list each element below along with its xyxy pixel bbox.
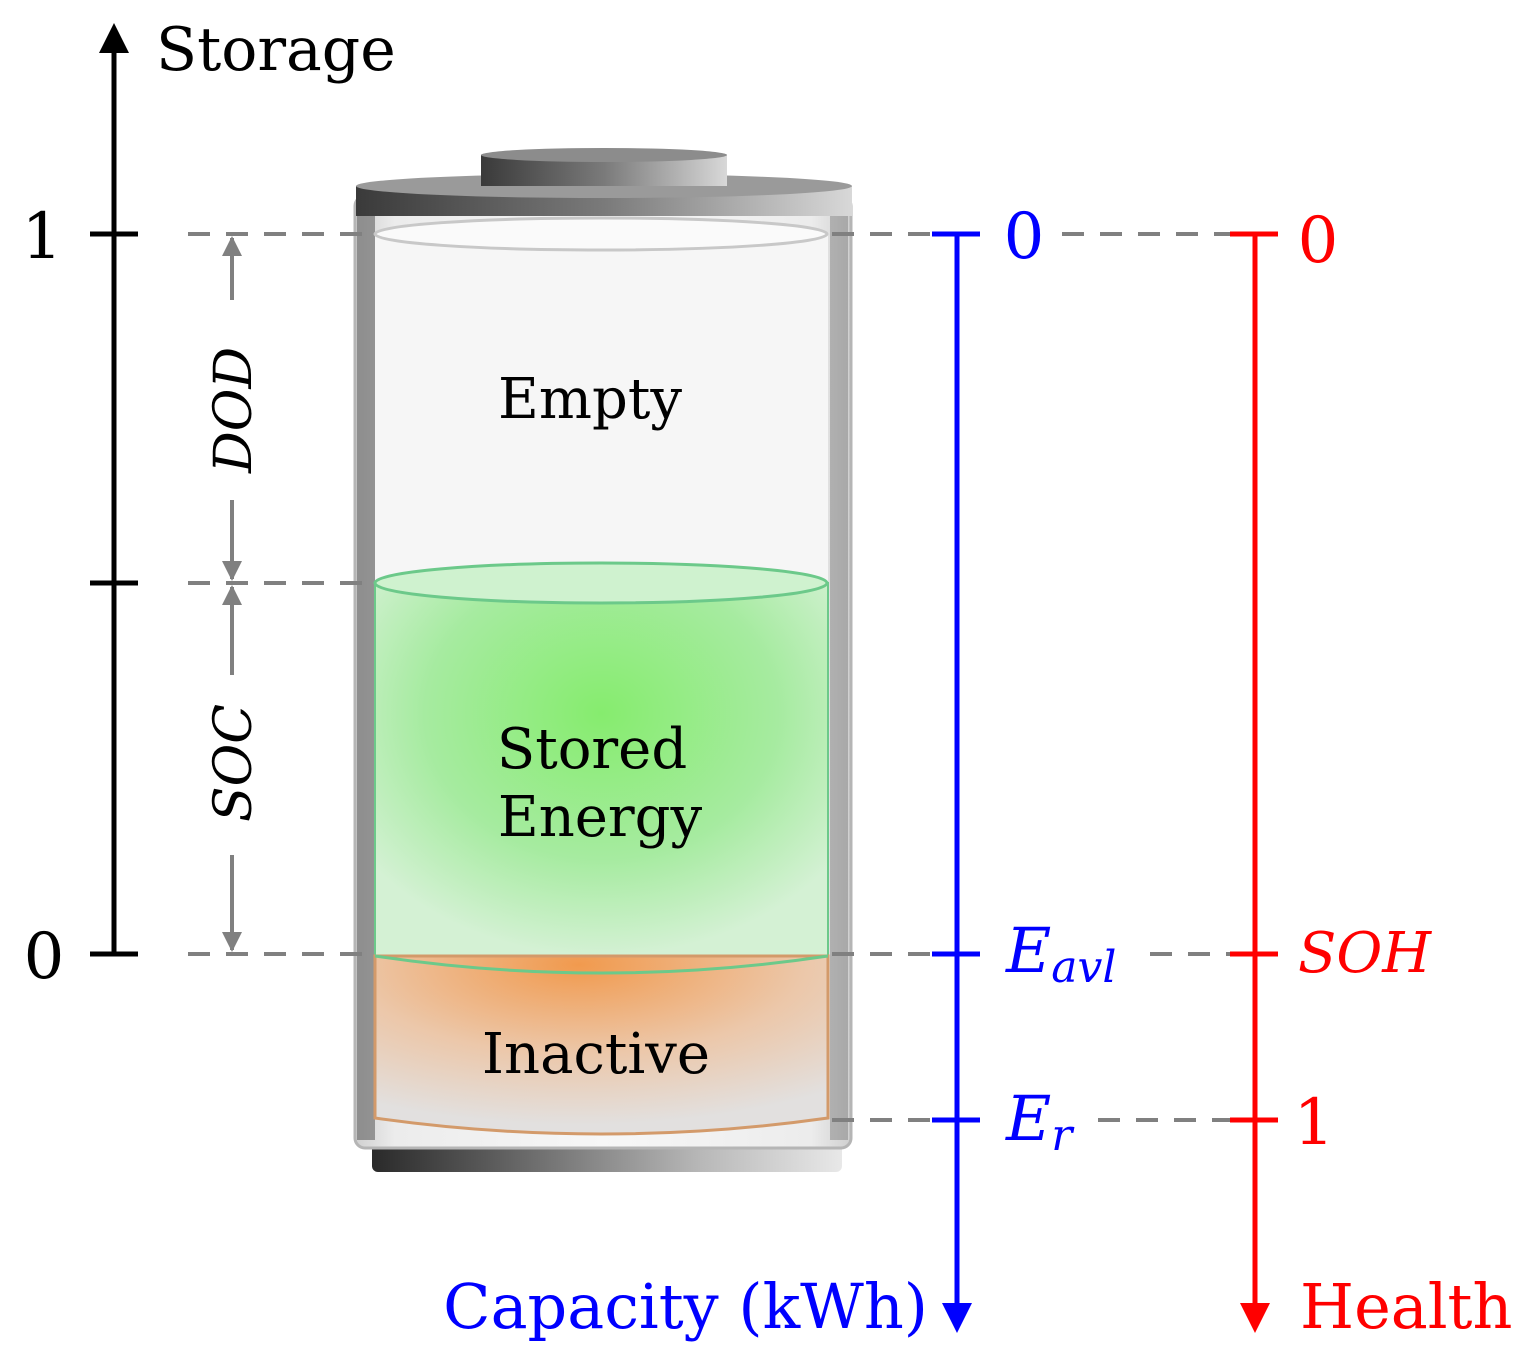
capacity-tick-label-0: 0 <box>1004 200 1045 274</box>
capacity-tick-label-eavl: Eavl <box>1005 914 1116 993</box>
health-tick-label-0: 0 <box>1298 204 1339 278</box>
storage-tick-label-1: 1 <box>22 200 63 274</box>
stored-energy-region <box>374 582 829 957</box>
empty-label: Empty <box>498 367 682 432</box>
inactive-label: Inactive <box>482 1022 710 1087</box>
health-tick-label-1: 1 <box>1294 1086 1335 1160</box>
inactive-region <box>373 954 830 1136</box>
stored-label-line1: Stored <box>497 717 687 782</box>
soc-label: SOC <box>204 704 264 822</box>
storage-axis-title: Storage <box>156 15 396 85</box>
health-tick-label-soh: SOH <box>1298 921 1432 986</box>
dod-label: DOD <box>204 347 264 474</box>
battery <box>353 148 853 1172</box>
storage-axis <box>90 23 138 957</box>
health-axis <box>1230 231 1278 1333</box>
guide-lines <box>188 232 1230 1122</box>
storage-tick-label-0: 0 <box>24 920 65 994</box>
capacity-axis <box>932 231 980 1333</box>
empty-region <box>375 234 828 584</box>
stored-label-line2: Energy <box>498 785 703 850</box>
capacity-axis-title: Capacity (kWh) <box>443 1270 928 1343</box>
capacity-tick-label-er: Er <box>1005 1082 1075 1161</box>
health-axis-title: Health <box>1300 1270 1512 1343</box>
